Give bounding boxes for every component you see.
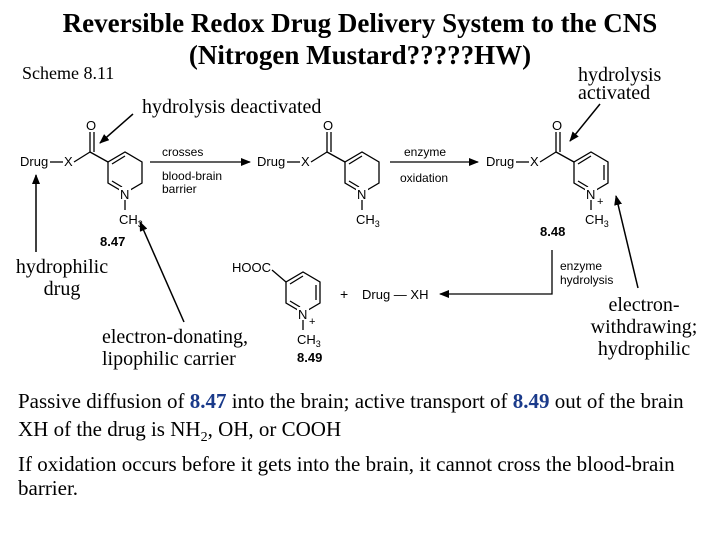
body-number-8-47: 8.47 xyxy=(189,389,227,413)
compound-8-48: Drug X O N + CH3 8.48 xyxy=(486,118,609,239)
title-line-1: Reversible Redox Drug Delivery System to… xyxy=(62,8,658,38)
oxygen-text: O xyxy=(323,118,333,133)
methyl-text: CH xyxy=(297,332,316,347)
nitrogen-text: N xyxy=(298,307,307,322)
nitrogen-text: N xyxy=(586,187,595,202)
svg-text:CH3: CH3 xyxy=(585,212,609,229)
methyl-text: CH xyxy=(585,212,604,227)
x-text: X xyxy=(301,154,310,169)
nitrogen-text: N xyxy=(120,187,129,202)
body-line-2-a: XH of the drug is NH xyxy=(18,417,201,441)
pointer-deactivated xyxy=(99,113,134,144)
enzyme-hydrolysis-2: hydrolysis xyxy=(560,273,613,287)
subscript-3: 3 xyxy=(375,219,380,229)
oxygen-text: O xyxy=(552,118,562,133)
pointer-withdrawing xyxy=(614,195,639,289)
body-line-2: XH of the drug is NH2, OH, or COOH xyxy=(18,417,714,450)
body-line-1: Passive diffusion of 8.47 into the brain… xyxy=(18,389,714,413)
carrier-line2: lipophilic carrier xyxy=(102,348,236,370)
enzyme-oxidation-1: enzyme xyxy=(404,145,446,159)
crosses-label-2: blood-brain xyxy=(162,169,222,183)
drug-text: Drug xyxy=(20,154,48,169)
methyl-text: CH xyxy=(356,212,375,227)
positive-charge: + xyxy=(309,316,315,328)
compound-8-49: HOOC N + CH3 8.49 xyxy=(232,260,322,365)
hydrolysis-arrow xyxy=(439,250,553,298)
methyl-text: CH xyxy=(119,212,138,227)
carrier-line1: electron-donating, xyxy=(102,326,249,348)
drug-text: Drug xyxy=(486,154,514,169)
svg-text:CH3: CH3 xyxy=(297,332,321,349)
compound-number-8-48: 8.48 xyxy=(540,224,565,239)
page-subtitle: (Nitrogen Mustard?????HW) xyxy=(0,40,720,70)
oxygen-text: O xyxy=(86,118,96,133)
subscript-3: 3 xyxy=(316,339,321,349)
crosses-label-3: barrier xyxy=(162,182,197,196)
compound-in-brain: Drug X O N CH3 xyxy=(257,118,380,229)
hydrophilic-drug-line1: hydrophilic xyxy=(15,256,109,278)
page-title: Reversible Redox Drug Delivery System to… xyxy=(0,8,720,38)
explanation-text: Passive diffusion of 8.47 into the brain… xyxy=(18,389,714,500)
hydrolysis-deactivated-label: hydrolysis deactivated xyxy=(142,96,322,118)
compound-number-8-49: 8.49 xyxy=(297,350,322,365)
body-line-1-c: into the brain; active transport of xyxy=(226,389,513,413)
pointer-carrier xyxy=(139,221,185,323)
enzyme-oxidation-2: oxidation xyxy=(400,171,448,185)
plus-sign: + xyxy=(340,286,348,302)
withdrawing-label: electron- withdrawing; hydrophilic xyxy=(574,294,714,360)
enzyme-hydrolysis-1: enzyme xyxy=(560,259,602,273)
title-line-2: (Nitrogen Mustard?????HW) xyxy=(188,40,532,70)
drug-text: Drug xyxy=(257,154,285,169)
scheme-label: Scheme 8.11 xyxy=(22,63,115,83)
body-line-2-sub: 2 xyxy=(200,430,208,446)
x-text: X xyxy=(530,154,539,169)
body-line-1-e: out of the brain xyxy=(549,389,684,413)
body-line-3: If oxidation occurs before it gets into … xyxy=(18,452,675,501)
compound-8-47: Drug X O N CH3 8.47 xyxy=(20,118,143,249)
hydrolysis-activated-line1: hydrolysis xyxy=(578,64,662,86)
hooc-text: HOOC xyxy=(232,260,271,275)
nitrogen-text: N xyxy=(357,187,366,202)
carrier-label: electron-donating, lipophilic carrier xyxy=(102,326,248,370)
redox-scheme-diagram: Drug X O N CH3 8.47 crosses blood-brain … xyxy=(20,103,639,365)
hydrolysis-activated-line2: activated xyxy=(578,82,651,104)
compound-number-8-47: 8.47 xyxy=(100,234,125,249)
body-number-8-49: 8.49 xyxy=(512,389,550,413)
subscript-3: 3 xyxy=(604,219,609,229)
withdrawing-line3: hydrophilic xyxy=(597,338,691,360)
withdrawing-line1: electron- xyxy=(608,294,680,316)
body-line-2-b: , OH, or COOH xyxy=(207,417,342,441)
body-line-1-a: Passive diffusion of xyxy=(18,389,190,413)
crosses-label-1: crosses xyxy=(162,145,203,159)
hydrophilic-drug-line2: drug xyxy=(43,278,81,300)
pointer-activated xyxy=(569,103,601,142)
svg-text:CH3: CH3 xyxy=(119,212,143,229)
withdrawing-line2: withdrawing; xyxy=(590,316,698,338)
hydrophilic-drug-label: hydrophilic drug xyxy=(6,256,118,300)
svg-text:CH3: CH3 xyxy=(356,212,380,229)
hydrolysis-activated-label: hydrolysis activated xyxy=(578,64,661,104)
drug-xh-text: Drug — XH xyxy=(362,287,428,302)
x-text: X xyxy=(64,154,73,169)
positive-charge: + xyxy=(597,196,603,208)
